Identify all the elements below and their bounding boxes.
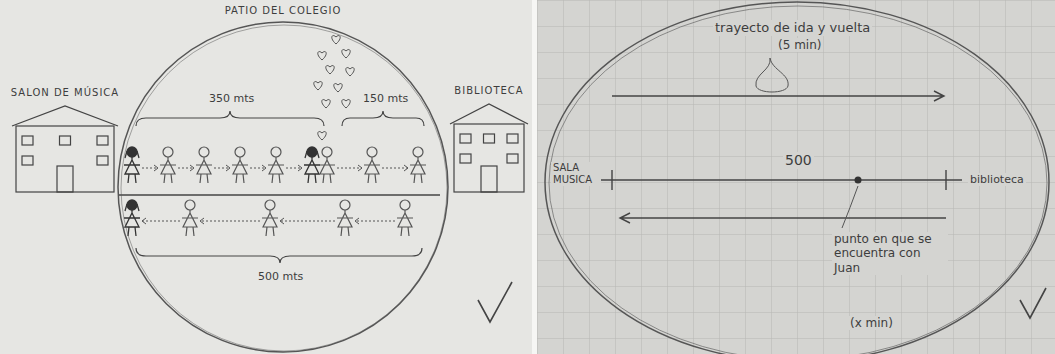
house-window [22, 136, 33, 145]
hearts [322, 100, 330, 108]
walk-arrows [142, 165, 408, 224]
check-mark [1020, 288, 1046, 318]
walk-line [118, 194, 440, 195]
hearts [326, 66, 334, 74]
node-outline [118, 4, 448, 354]
meeting-point [855, 177, 862, 184]
house-window [484, 134, 495, 143]
place-title: PATIO DEL COLEGIO [118, 4, 448, 18]
stick-figures [319, 147, 335, 183]
walk-arrows [142, 221, 395, 222]
house-window [507, 134, 518, 143]
time-note: (5 min) [776, 38, 823, 52]
house-door [481, 166, 497, 192]
stick-figures [196, 147, 212, 183]
distance-brackets [136, 111, 424, 263]
stick-figures [124, 147, 140, 183]
house-door [57, 166, 73, 192]
route-lines [620, 213, 946, 223]
distance-label: 500 mts [256, 270, 305, 283]
walk-arrows [154, 165, 408, 171]
distance-label: 500 [783, 152, 814, 169]
meeting-note: punto en que se encuentra con Juan [832, 232, 948, 275]
house-wall [454, 124, 524, 192]
paper-left [0, 0, 532, 354]
route-note: trayecto de ida y vuelta [713, 20, 872, 36]
hearts [314, 36, 354, 140]
hearts [318, 132, 326, 140]
route-lines [600, 179, 962, 180]
stick-figures [337, 200, 353, 236]
house-window [460, 134, 471, 143]
patio-outline [118, 22, 448, 352]
patio-circle [549, 6, 1047, 354]
place-title: SALON DE MÚSICA [2, 86, 128, 100]
time-note: (x min) [848, 316, 895, 330]
stick-figures [304, 147, 320, 183]
library-house: BIBLIOTECA [440, 84, 538, 196]
place-label: biblioteca [968, 173, 1026, 186]
stick-figures [124, 147, 426, 236]
leader-line [842, 186, 858, 228]
hearts [346, 68, 354, 76]
hearts [318, 52, 326, 60]
house-drawing [450, 104, 528, 192]
house-roof [450, 104, 528, 124]
stick-figures [268, 147, 284, 183]
distance-label: 150 mts [361, 92, 410, 105]
hearts [314, 82, 322, 90]
node-outline [2, 86, 128, 196]
patio-circle: PATIO DEL COLEGIO [118, 4, 448, 354]
house-window [97, 156, 108, 165]
graph-grid [537, 0, 1055, 354]
paper-gap [532, 0, 537, 354]
house-window [97, 136, 108, 145]
hearts [334, 84, 342, 92]
distance-brackets [136, 248, 422, 263]
distance-brackets [342, 111, 424, 126]
route-lines [612, 91, 944, 101]
house-drawing [12, 106, 118, 192]
stick-figures [232, 147, 248, 183]
stick-figures [262, 200, 278, 236]
hearts [342, 50, 350, 58]
walk-arrows [142, 218, 359, 224]
place-title: BIBLIOTECA [440, 84, 538, 98]
stick-figures [397, 200, 413, 236]
hearts [332, 36, 340, 44]
house-window [60, 136, 71, 145]
patio-circle [545, 2, 1049, 354]
paper-right [537, 0, 1055, 354]
house-wall [16, 126, 114, 192]
patio-outline [121, 25, 447, 351]
music-house: SALON DE MÚSICA [2, 86, 128, 196]
stick-figures [410, 147, 426, 183]
house-window [460, 154, 471, 163]
stick-figures [364, 147, 380, 183]
house-window [507, 154, 518, 163]
patio-circle [545, 2, 1049, 354]
walk-arrows [142, 168, 408, 169]
place-label: SALA MUSICA [551, 162, 601, 186]
route-lines [600, 91, 962, 223]
check-mark [478, 282, 512, 322]
hearts [342, 100, 350, 108]
house-window [22, 156, 33, 165]
house-roof [12, 106, 118, 126]
stick-figures [182, 200, 198, 236]
route-lines [612, 170, 946, 190]
node-outline [440, 84, 538, 196]
stick-figures [160, 147, 176, 183]
distance-label: 350 mts [207, 92, 256, 105]
distance-brackets [136, 111, 324, 126]
callout-drop [756, 58, 788, 92]
walk-line [118, 194, 440, 195]
